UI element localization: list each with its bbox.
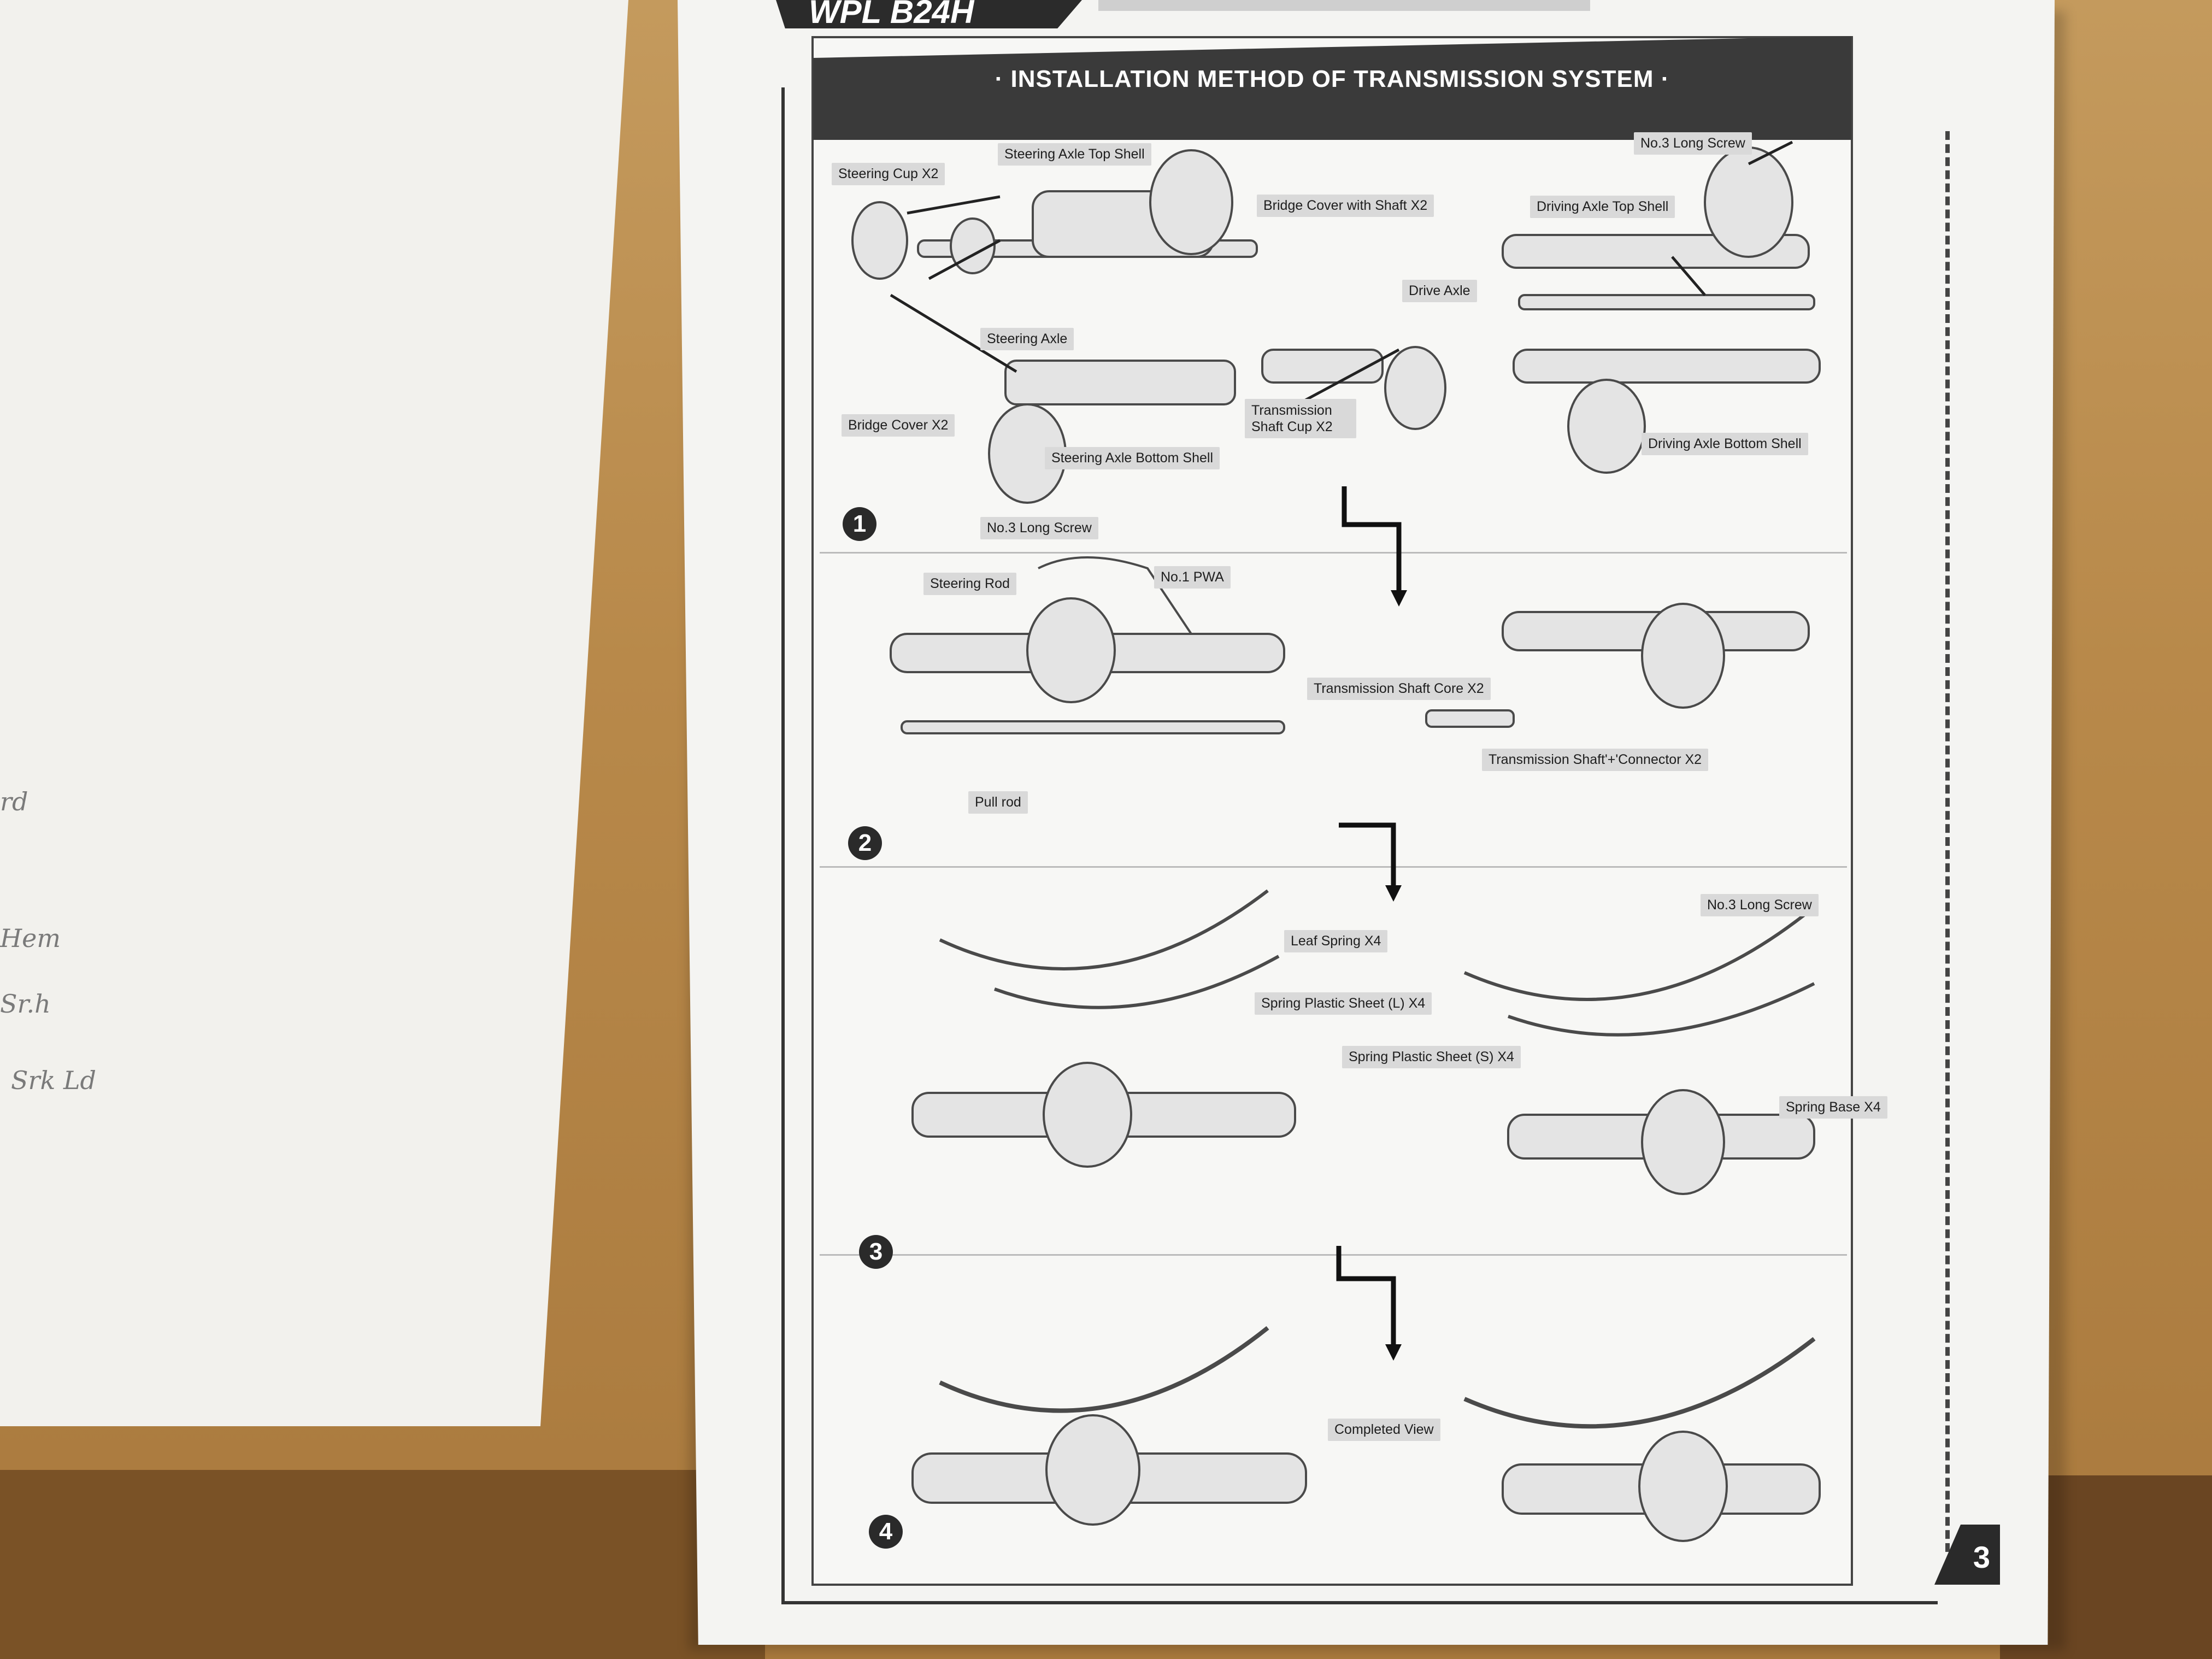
label-transmission-shaft-cup: Transmission Shaft Cup X2 (1245, 399, 1356, 438)
pull-rod-part (901, 720, 1285, 734)
handwriting-line-1: rd (0, 787, 28, 816)
handwriting-line-4: Srk Ld (11, 1066, 96, 1095)
assembly-illustrations (851, 140, 1821, 1542)
label-completed-view: Completed View (1328, 1419, 1440, 1441)
step-number-1: 1 (843, 507, 876, 541)
label-steering-axle-top-shell: Steering Axle Top Shell (998, 143, 1151, 166)
label-spring-plastic-sheet-l: Spring Plastic Sheet (L) X4 (1255, 992, 1432, 1015)
label-steering-rod: Steering Rod (923, 573, 1016, 595)
page-frame (781, 87, 1938, 1604)
drive-axle-part (1518, 294, 1815, 310)
label-no1-pwa: No.1 PWA (1154, 566, 1231, 589)
shaft-core-part (1425, 709, 1515, 728)
section-title: · INSTALLATION METHOD OF TRANSMISSION SY… (995, 66, 1670, 92)
bridge-cover-part (1149, 149, 1233, 255)
leaf-spring-part (939, 889, 1269, 970)
label-transmission-shaft-connector: Transmission Shaft'+'Connector X2 (1482, 749, 1709, 771)
steering-cup-part (851, 201, 908, 280)
handwriting-line-3: Sr.h (0, 989, 51, 1019)
label-bridge-cover-with-shaft: Bridge Cover with Shaft X2 (1257, 195, 1434, 217)
step-number-4: 4 (869, 1515, 903, 1549)
label-steering-axle-bottom-shell: Steering Axle Bottom Shell (1045, 447, 1220, 469)
left-paper-sheet (0, 0, 628, 1426)
step-divider-2 (820, 866, 1847, 868)
desk-shadow-area (0, 1470, 765, 1659)
brand-badge: WPL B24H (776, 0, 1082, 28)
steering-rod-part (1038, 556, 1192, 635)
label-no3-long-screw-step3: No.3 Long Screw (1701, 894, 1819, 916)
label-spring-plastic-sheet-s: Spring Plastic Sheet (S) X4 (1342, 1046, 1521, 1068)
label-driving-axle-bottom-shell: Driving Axle Bottom Shell (1642, 433, 1808, 455)
step-divider-3 (820, 1254, 1847, 1256)
label-steering-axle: Steering Axle (980, 328, 1074, 350)
handwriting-line-2: Hem (0, 923, 61, 953)
label-drive-axle: Drive Axle (1402, 280, 1477, 302)
label-bridge-cover: Bridge Cover X2 (842, 414, 955, 437)
label-leaf-spring: Leaf Spring X4 (1284, 930, 1388, 952)
step-number-2: 2 (848, 826, 882, 860)
axle-bottom-shell-part (1004, 360, 1236, 405)
label-no3-long-screw: No.3 Long Screw (980, 517, 1098, 539)
driving-axle-bottom-shell-part (1513, 349, 1821, 384)
header-subtitle-strip (1098, 0, 1590, 11)
step-number-3: 3 (859, 1235, 893, 1269)
label-driving-axle-top-shell: Driving Axle Top Shell (1530, 196, 1675, 218)
label-steering-cup: Steering Cup X2 (832, 163, 945, 185)
step-divider-1 (820, 552, 1847, 554)
dashed-right-rule (1945, 131, 1950, 1552)
label-no3-long-screw-right: No.3 Long Screw (1634, 132, 1752, 155)
label-transmission-shaft-core: Transmission Shaft Core X2 (1307, 678, 1491, 700)
label-pull-rod: Pull rod (968, 791, 1028, 814)
label-spring-base: Spring Base X4 (1779, 1096, 1887, 1119)
